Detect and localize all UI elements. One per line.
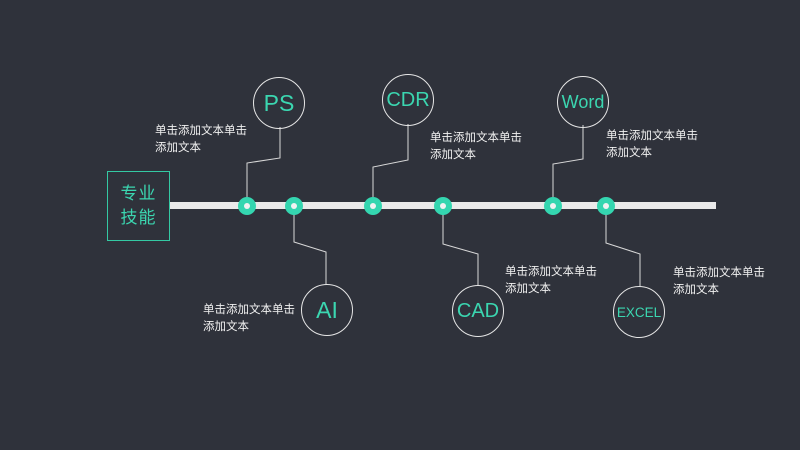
- connector-cad: [442, 206, 479, 286]
- section-title: 专业技能: [120, 184, 157, 228]
- skill-circle-cad: CAD: [452, 285, 504, 337]
- skill-circle-excel: EXCEL: [613, 286, 665, 338]
- connector-excel: [605, 206, 641, 287]
- skill-label-word: Word: [561, 91, 605, 112]
- section-title-box: 专业技能: [107, 171, 170, 241]
- timeline-node-word: [544, 197, 562, 215]
- skill-note-cad: 单击添加文本单击添加文本: [505, 264, 597, 295]
- connector-ai: [293, 206, 327, 285]
- timeline-node-cad: [434, 197, 452, 215]
- skill-label-cdr: CDR: [386, 88, 430, 111]
- skill-label-excel: EXCEL: [616, 304, 662, 320]
- skill-note-word: 单击添加文本单击添加文本: [606, 128, 698, 159]
- timeline-node-ai: [285, 197, 303, 215]
- skill-circle-word: Word: [557, 76, 609, 128]
- connector-word: [552, 125, 584, 206]
- skill-label-ps: PS: [263, 89, 295, 116]
- connector-ps: [246, 127, 281, 206]
- skill-circle-ai: AI: [301, 284, 353, 336]
- skill-label-cad: CAD: [456, 299, 500, 322]
- skill-note-ai: 单击添加文本单击添加文本: [203, 302, 295, 333]
- skill-circle-ps: PS: [253, 77, 305, 129]
- skill-note-excel: 单击添加文本单击添加文本: [673, 265, 765, 296]
- connector-cdr: [372, 124, 409, 206]
- skill-note-ps: 单击添加文本单击添加文本: [155, 123, 247, 154]
- timeline-node-ps: [238, 197, 256, 215]
- skill-label-ai: AI: [316, 296, 338, 323]
- timeline-node-cdr: [364, 197, 382, 215]
- skill-note-cdr: 单击添加文本单击添加文本: [430, 130, 522, 161]
- timeline-node-excel: [597, 197, 615, 215]
- skill-circle-cdr: CDR: [382, 74, 434, 126]
